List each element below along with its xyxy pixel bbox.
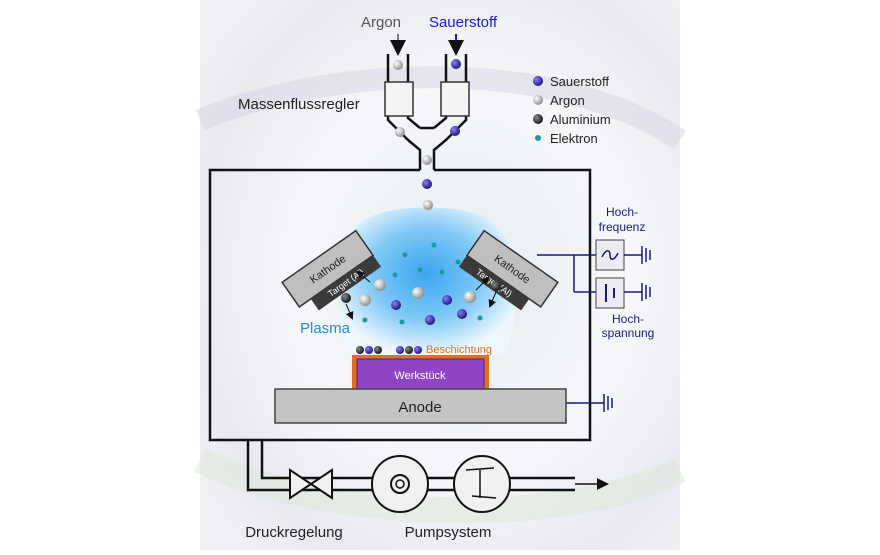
legend-aluminium-swatch	[533, 114, 543, 124]
electron-particle	[392, 272, 398, 278]
oxygen-particle	[457, 309, 467, 319]
electron-particle	[402, 252, 408, 258]
sine-icon	[601, 250, 619, 260]
plasma-label: Plasma	[300, 320, 351, 337]
anode-label: Anode	[398, 399, 441, 416]
backing-pump	[453, 455, 511, 513]
argon-particle	[393, 60, 403, 70]
electron-particle	[399, 319, 405, 325]
left-target	[310, 255, 382, 311]
pressure-valve	[289, 468, 333, 500]
ground-icon	[641, 246, 651, 264]
legend-electron-label: Elektron	[550, 131, 598, 146]
hv-label-line1: Hoch-	[612, 312, 644, 326]
oxygen-particle	[451, 59, 461, 69]
sputter-arrow	[345, 303, 354, 320]
rf-label-line2: frequenz	[599, 220, 646, 234]
mfc-label: Massenflussregler	[238, 96, 360, 113]
electron-particle	[439, 269, 445, 275]
aluminium-particle	[491, 281, 501, 291]
electron-particle	[477, 315, 483, 321]
oxygen-input-label: Sauerstoff	[429, 14, 498, 31]
argon-particle	[359, 294, 371, 306]
background-swirl	[194, 448, 686, 524]
anode	[274, 388, 567, 424]
oxygen-particle	[391, 300, 401, 310]
background-swirl	[195, 66, 687, 150]
coating-aluminium	[374, 346, 382, 354]
ion-arrow	[475, 276, 490, 291]
backing-pump-vane	[465, 467, 495, 471]
mfc-argon	[384, 81, 414, 117]
oxygen-particle	[422, 179, 432, 189]
mfc-oxygen	[440, 81, 470, 117]
oxygen-particle	[450, 126, 460, 136]
turbo-pump	[371, 455, 429, 513]
sputter-arrow	[488, 291, 497, 308]
legend-argon-swatch	[533, 95, 543, 105]
argon-particle	[374, 279, 386, 291]
coating-aluminium	[356, 346, 364, 354]
plasma-region	[336, 207, 517, 355]
turbo-pump-rotor-core	[395, 479, 405, 489]
argon-pipe-inner	[406, 54, 421, 129]
turbo-pump-rotor	[390, 474, 410, 494]
workpiece-label: Werkstück	[394, 370, 446, 382]
pump-system-label: Pumpsystem	[405, 524, 492, 541]
legend-electron-swatch	[535, 135, 541, 141]
ion-arrow	[356, 270, 371, 283]
electron-particle	[431, 242, 437, 248]
argon-particle	[395, 127, 405, 137]
electron-particle	[455, 259, 461, 265]
rf-label-line1: Hoch-	[606, 205, 638, 219]
hv-supply	[595, 277, 625, 309]
ground-icon	[641, 283, 651, 301]
argon-input-label: Argon	[361, 14, 401, 31]
legend-argon-label: Argon	[550, 93, 585, 108]
hv-label-line2: spannung	[602, 326, 655, 340]
argon-particle	[464, 291, 476, 303]
coating-oxygen	[396, 346, 404, 354]
vacuum-chamber	[208, 168, 592, 442]
electron-particle	[417, 267, 423, 273]
coating-oxygen	[414, 346, 422, 354]
aluminium-particle	[341, 293, 351, 303]
oxygen-pipe-inner	[433, 54, 448, 129]
oxygen-particle	[442, 295, 452, 305]
argon-particle	[422, 155, 432, 165]
argon-particle	[412, 287, 424, 299]
backing-pump-vane	[471, 495, 497, 499]
coating-aluminium	[405, 346, 413, 354]
legend-oxygen-label: Sauerstoff	[550, 74, 609, 89]
oxygen-particle	[425, 315, 435, 325]
ground-icon	[603, 394, 613, 412]
coating-label: Beschichtung	[426, 344, 492, 356]
argon-particle	[423, 200, 433, 210]
electron-particle	[362, 317, 368, 323]
pressure-control-label: Druckregelung	[245, 524, 343, 541]
legend-aluminium-label: Aluminium	[550, 112, 611, 127]
legend-oxygen-swatch	[533, 76, 543, 86]
coating-oxygen	[365, 346, 373, 354]
